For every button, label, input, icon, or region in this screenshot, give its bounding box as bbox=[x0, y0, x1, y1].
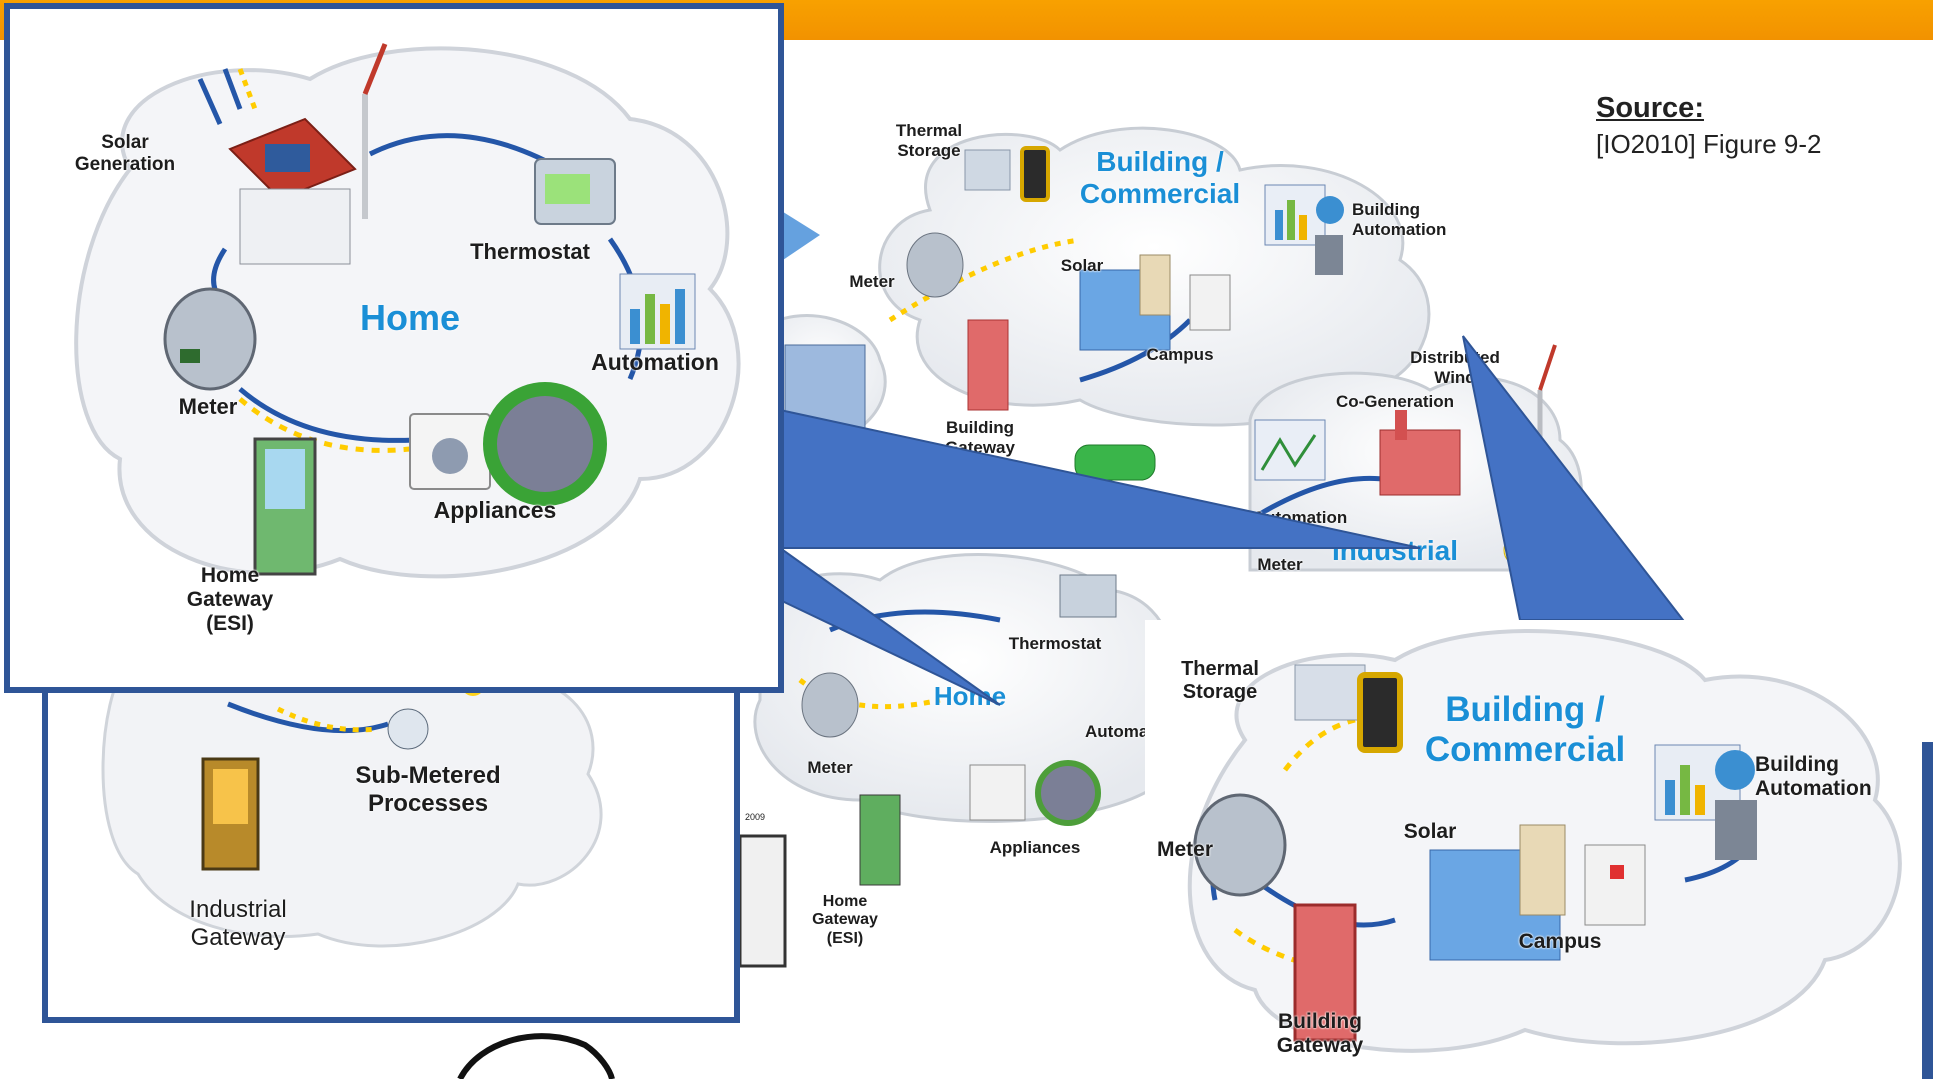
label-thermal-storage-zoom: Thermal Storage bbox=[1181, 658, 1259, 703]
source-title: Source: bbox=[1596, 92, 1704, 124]
house-icon bbox=[239, 188, 351, 265]
appliance-washer-icon bbox=[969, 764, 1026, 821]
label-solar-zoom: Solar bbox=[1403, 820, 1457, 843]
building-gateway-door-icon bbox=[1293, 903, 1357, 1042]
label-meter: Meter bbox=[178, 394, 238, 419]
building-zoom-panel: Thermal Storage Building / Commercial Bu… bbox=[1145, 620, 1925, 1079]
label-campus-zoom: Campus bbox=[1518, 930, 1602, 953]
label-appliances: Appliances bbox=[433, 497, 557, 523]
label-building-automation-zoom: Building Automation bbox=[1755, 753, 1872, 801]
meter-home-icon bbox=[801, 672, 859, 738]
label-solar-building: Solar bbox=[1060, 256, 1104, 275]
callout-arrow-top bbox=[780, 210, 820, 262]
battery-icon bbox=[1020, 146, 1050, 202]
label-automation: Automation bbox=[591, 349, 719, 375]
label-meter-industrial: Meter bbox=[1257, 555, 1303, 574]
meter-icon bbox=[1193, 793, 1287, 897]
thermal-storage-icon bbox=[1294, 664, 1366, 721]
callout-building bbox=[1462, 335, 1686, 621]
industrial-zoom-panel: Sub-Metered Processes Industrial Gateway bbox=[42, 628, 740, 1023]
label-thermostat-bg: Thermostat bbox=[1008, 634, 1102, 653]
source-text: [IO2010] Figure 9-2 bbox=[1596, 129, 1822, 159]
label-co-generation: Co-Generation bbox=[1335, 392, 1455, 411]
appliance-drum-icon bbox=[1035, 760, 1101, 826]
label-solar-generation: Solar Generation bbox=[74, 132, 176, 175]
label-meter-building: Meter bbox=[849, 272, 895, 291]
label-home-gateway-bg: Home Gateway (ESI) bbox=[812, 893, 878, 947]
meter-icon bbox=[163, 287, 257, 391]
solar-panel-icon bbox=[265, 144, 310, 172]
label-building-commercial: Building / Commercial bbox=[1079, 146, 1241, 210]
car-icon bbox=[1074, 444, 1156, 481]
source-citation: Source: [IO2010] Figure 9-2 bbox=[1596, 92, 1896, 160]
label-building-gateway-zoom: Building Gateway bbox=[1276, 1010, 1364, 1058]
solar-rays-icon bbox=[197, 68, 243, 126]
home-gateway-door-icon bbox=[859, 794, 901, 886]
automation-chart-icon bbox=[1254, 419, 1326, 481]
label-sub-metered: Sub-Metered Processes bbox=[355, 762, 501, 817]
legend-box bbox=[738, 834, 787, 968]
label-campus: Campus bbox=[1146, 345, 1214, 364]
home-zoom-panel: Solar Generation Thermostat Home Automat… bbox=[4, 3, 784, 693]
label-industrial-gateway: Industrial Gateway bbox=[189, 896, 287, 951]
home-title: Home bbox=[359, 297, 461, 338]
building-gateway-door-icon bbox=[967, 319, 1009, 411]
co-generation-plant-icon bbox=[1379, 429, 1461, 496]
thermal-storage-icon bbox=[964, 149, 1011, 191]
battery-icon bbox=[1357, 672, 1403, 753]
label-caption-fragment: 2009 bbox=[744, 812, 766, 822]
label-thermal-storage: Thermal Storage bbox=[895, 121, 963, 160]
appliance-drum-icon bbox=[483, 382, 607, 506]
label-meter-home-bg: Meter bbox=[807, 758, 853, 777]
gauge-icon bbox=[387, 708, 429, 750]
label-thermostat: Thermostat bbox=[470, 239, 590, 264]
building-commercial-title: Building / Commercial bbox=[1424, 690, 1626, 770]
label-building-automation: Building Automation bbox=[1352, 200, 1447, 239]
thermostat-home-icon bbox=[1059, 574, 1117, 618]
label-home-gateway: Home Gateway (ESI) bbox=[186, 564, 274, 636]
label-appliances-bg: Appliances bbox=[989, 838, 1081, 857]
meter-building-icon bbox=[906, 232, 964, 298]
label-meter-zoom: Meter bbox=[1156, 838, 1214, 861]
right-frame-edge bbox=[1922, 742, 1933, 1079]
